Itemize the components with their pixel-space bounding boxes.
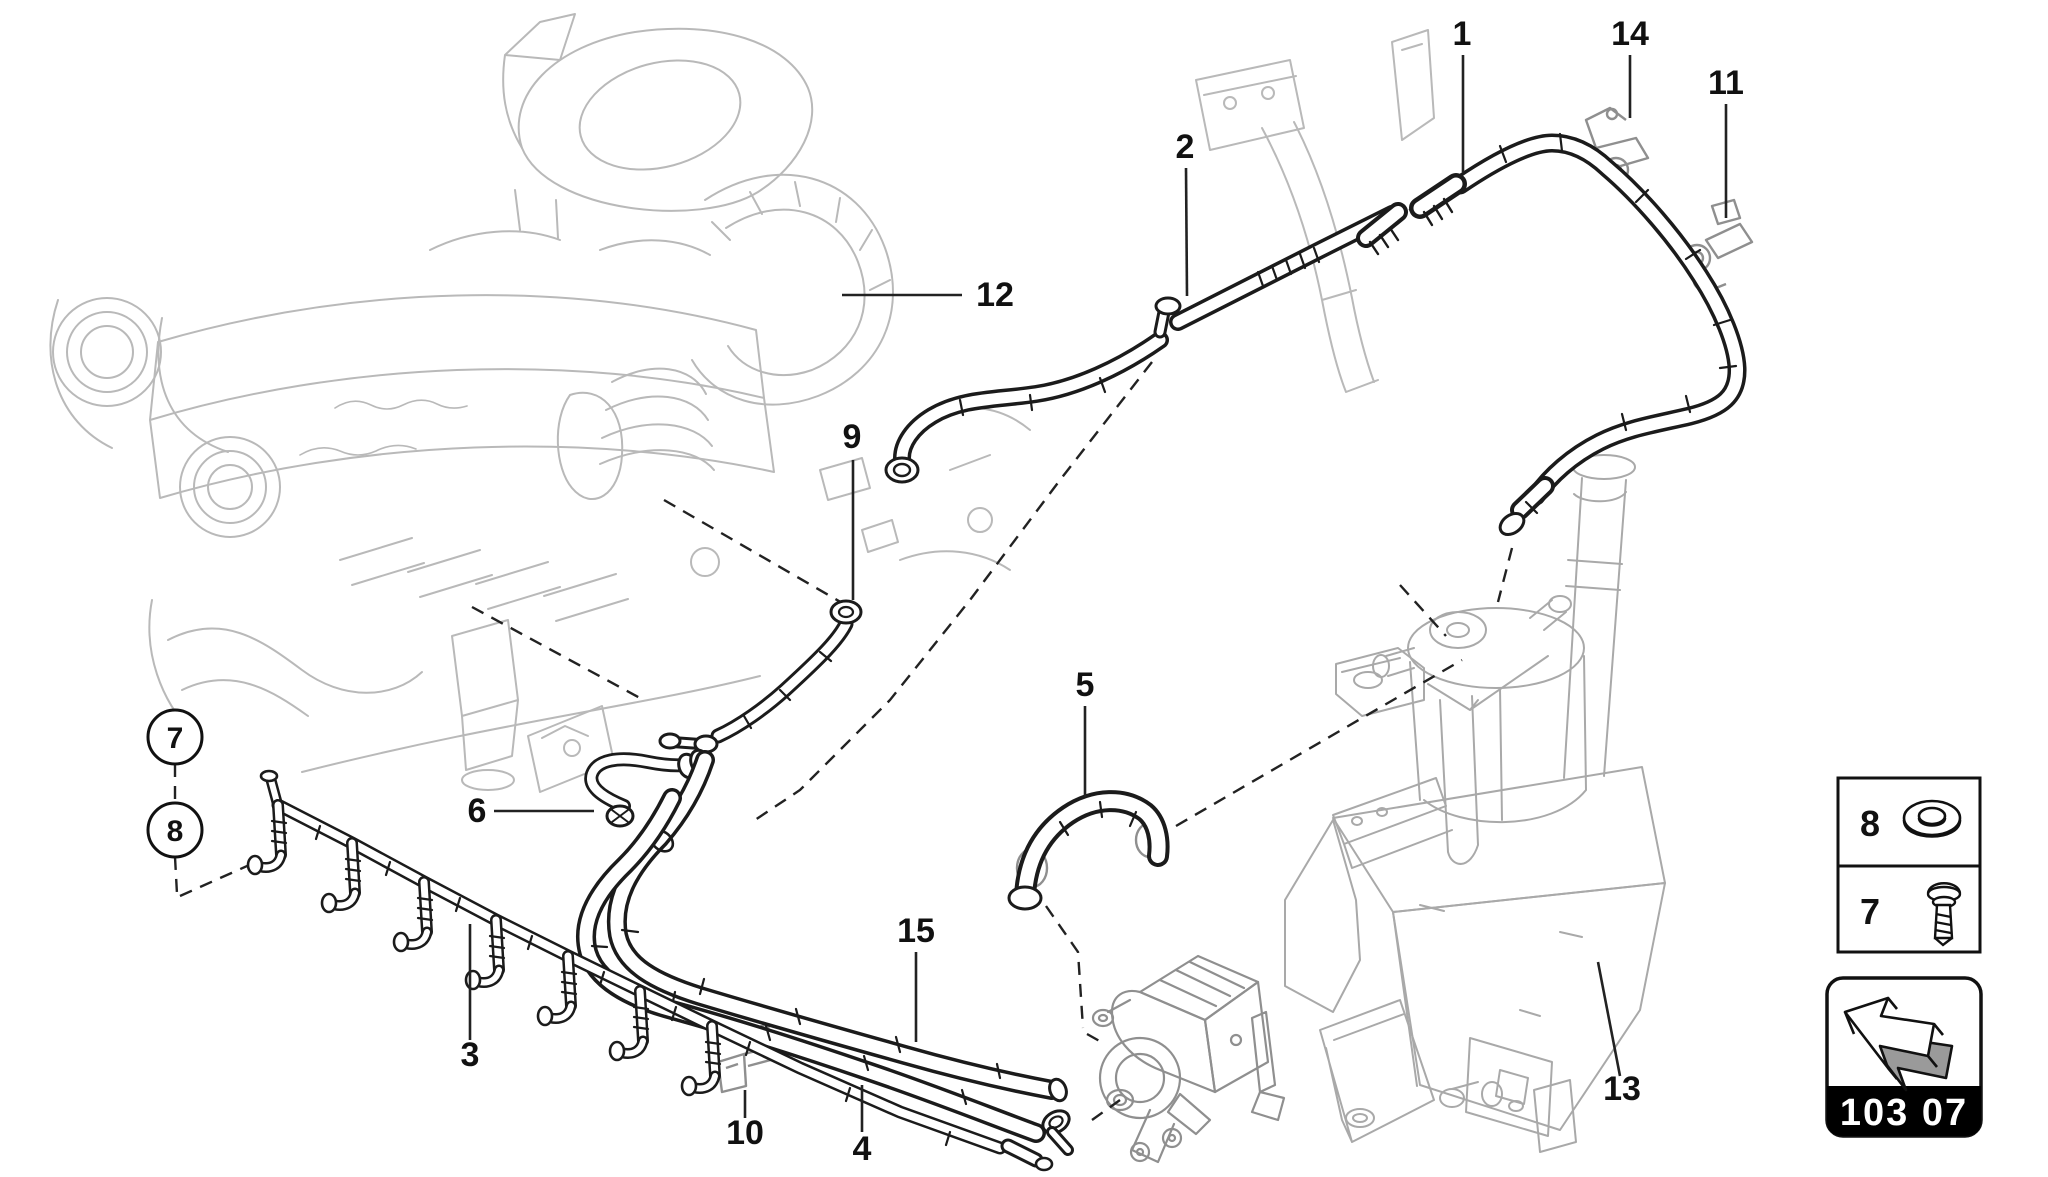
legend: 8 7 — [1836, 776, 1982, 954]
legend-label-7: 7 — [1860, 891, 1880, 932]
callout-12: 12 — [976, 276, 1014, 314]
hose-part-5 — [1007, 790, 1170, 911]
callout-15: 15 — [897, 912, 935, 950]
callout-4: 4 — [853, 1130, 872, 1168]
callout-6: 6 — [468, 792, 487, 830]
legend-label-8: 8 — [1860, 803, 1880, 844]
hose-part-2 — [884, 202, 1408, 484]
washer-icon — [1902, 799, 1962, 838]
reservoir-tank-art — [1284, 454, 1666, 1153]
callout-3: 3 — [461, 1036, 480, 1074]
callout-14: 14 — [1611, 15, 1649, 53]
callout-10: 10 — [726, 1114, 764, 1152]
back-arrow-icon — [1843, 996, 1954, 1092]
section-code-box[interactable]: 103 07 — [1825, 976, 1983, 1138]
legend-box-7 — [1836, 864, 1982, 954]
callout-9: 9 — [843, 418, 862, 456]
engine-line-art — [49, 13, 1435, 793]
callout-13: 13 — [1603, 1070, 1641, 1108]
pump-art — [1091, 954, 1286, 1164]
callout-1: 1 — [1453, 15, 1472, 53]
circled-callout-8: 8 — [167, 815, 184, 848]
assembly-dash-lines — [173, 202, 1514, 1121]
leader-lines — [468, 55, 1728, 1132]
circled-callout-7-ring — [146, 708, 204, 766]
section-code-label: 103 07 — [1840, 1092, 1968, 1134]
callout-11: 11 — [1708, 64, 1744, 102]
callout-labels: 1 2 14 11 12 9 5 6 3 15 4 10 13 — [461, 15, 1744, 1168]
circled-callout-7: 7 — [167, 722, 184, 755]
callout-5: 5 — [1076, 666, 1095, 704]
screw-icon — [1926, 882, 1962, 947]
hose-part-9 — [658, 599, 863, 754]
rail-drop-connectors — [246, 799, 722, 1097]
hose-part-15 — [606, 750, 1068, 1103]
circled-callouts: 7 8 — [146, 708, 204, 859]
section-code-band — [1827, 1086, 1981, 1136]
circled-callout-8-ring — [146, 801, 204, 859]
hose-part-1 — [1409, 132, 1747, 536]
callout-2: 2 — [1176, 128, 1195, 166]
